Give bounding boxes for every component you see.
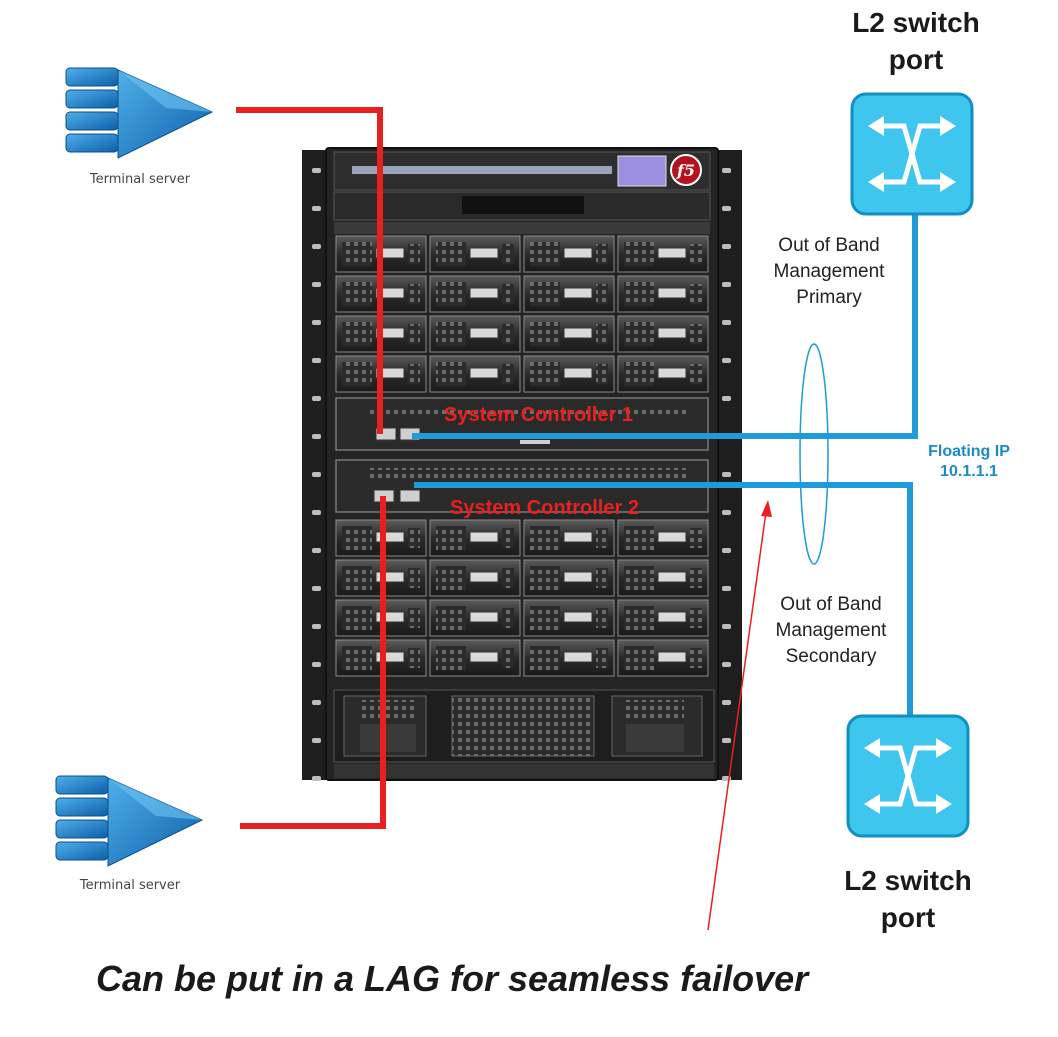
- f5-logo: [670, 154, 702, 186]
- console-cable-2: [240, 496, 386, 829]
- l2-switch-icon: [850, 92, 974, 216]
- power-supply-bay: [333, 689, 715, 778]
- top-light-bar: [352, 166, 612, 174]
- blade-slot: [429, 599, 521, 637]
- blade-slot: [617, 639, 709, 677]
- blade-slot: [429, 519, 521, 557]
- l2-switch-label-bottom: L2 switch port: [844, 865, 972, 933]
- blade-slot: [617, 235, 709, 273]
- lag-ellipse: [799, 343, 829, 565]
- blade-slot: [429, 559, 521, 597]
- lag-pointer-arrow: [707, 500, 772, 931]
- blade-slot: [429, 355, 521, 393]
- mgmt-cables: [412, 210, 918, 716]
- console-cable-1: [236, 107, 383, 434]
- terminal-server-icon: [65, 67, 214, 159]
- terminal-server-label-1: Terminal server: [89, 172, 191, 187]
- blade-slot: [523, 355, 615, 393]
- blade-slot: [523, 275, 615, 313]
- blade-slot: [617, 559, 709, 597]
- blade-slot: [523, 599, 615, 637]
- mgmt-cable-primary: [412, 210, 918, 439]
- oob-secondary-label: Out of Band Management Secondary: [775, 594, 887, 667]
- terminal-server-icon: [55, 775, 204, 867]
- blade-slot: [429, 235, 521, 273]
- blade-slot: [617, 315, 709, 353]
- system-controller-1-label: System Controller 1: [444, 404, 633, 426]
- blade-slot: [617, 275, 709, 313]
- mgmt-port-2: [399, 489, 421, 503]
- floating-ip-label: Floating IP 10.1.1.1: [928, 443, 1010, 480]
- terminal-server-label-2: Terminal server: [79, 878, 181, 893]
- caption: Can be put in a LAG for seamless failove…: [96, 958, 809, 999]
- blade-slot: [617, 355, 709, 393]
- blade-slot: [429, 315, 521, 353]
- system-controller-1-module: [335, 397, 709, 451]
- l2-switch-icon: [846, 714, 970, 838]
- blade-slot: [523, 315, 615, 353]
- oob-primary-label: Out of Band Management Primary: [773, 235, 885, 308]
- l2-switch-label-top: L2 switch port: [852, 7, 980, 75]
- blade-slot: [429, 639, 521, 677]
- mgmt-cable-secondary: [414, 482, 913, 716]
- blade-slot: [523, 559, 615, 597]
- blade-slot: [617, 519, 709, 557]
- blade-slot: [617, 599, 709, 637]
- system-controller-2-label: System Controller 2: [450, 497, 639, 519]
- blade-slot: [523, 235, 615, 273]
- blade-slot: [523, 519, 615, 557]
- svg-text:f5: f5: [676, 161, 695, 180]
- blade-slot: [429, 275, 521, 313]
- velos-chassis: f5: [302, 147, 742, 781]
- lcd-screen: [617, 155, 667, 187]
- upper-blade-bays: [335, 235, 709, 393]
- blade-slot: [523, 639, 615, 677]
- console-cables: [236, 107, 386, 829]
